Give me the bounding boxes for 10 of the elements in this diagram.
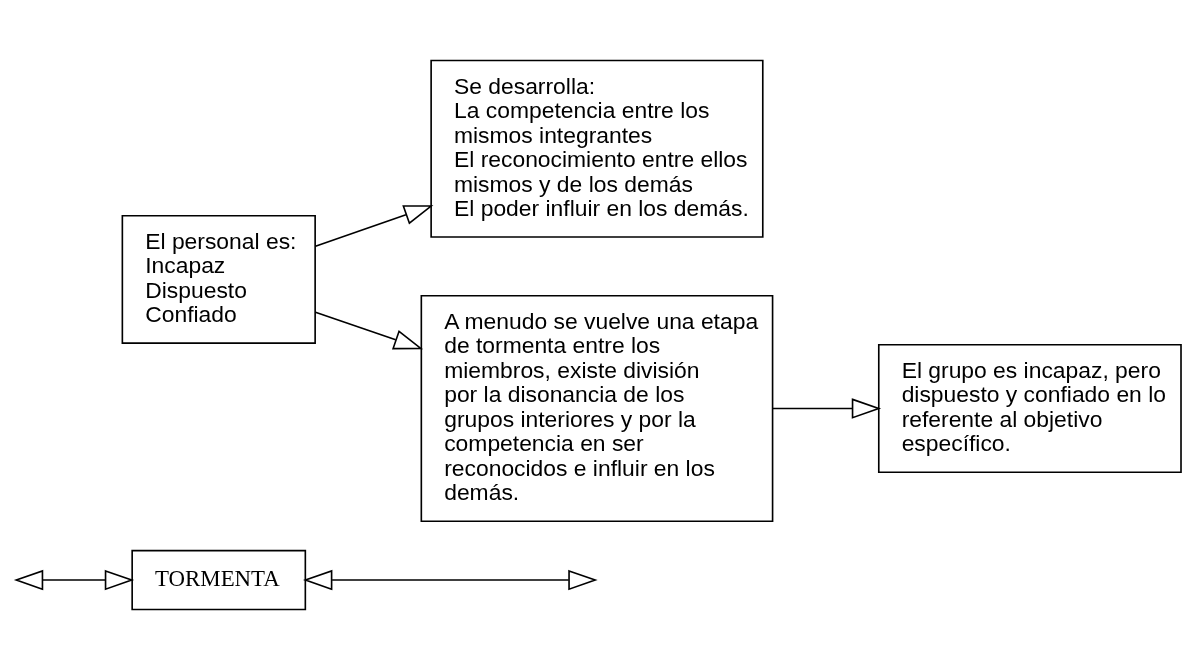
node-box: El personal es: Incapaz Dispuesto Confiado — [121, 214, 316, 344]
arrow — [13, 569, 135, 590]
arrow — [314, 204, 434, 247]
node-box: Se desarrolla: La competencia entre los mismos integrantes El reconocimiento entre ellos mismos y de los demás El poder influir en los demás. — [430, 59, 764, 238]
node-box: TORMENTA — [131, 549, 307, 610]
node-box: El grupo es incapaz, pero dispuesto y confiado en lo referente al objetivo específico. — [877, 343, 1182, 473]
arrow — [303, 569, 598, 590]
arrow — [314, 310, 424, 349]
node-box: A menudo se vuelve una etapa de tormenta entre los miembros, existe división por la disonancia de los grupos interiores y por la competencia en ser reconocidos e influir en los demás. — [420, 294, 774, 522]
arrow — [771, 397, 882, 419]
